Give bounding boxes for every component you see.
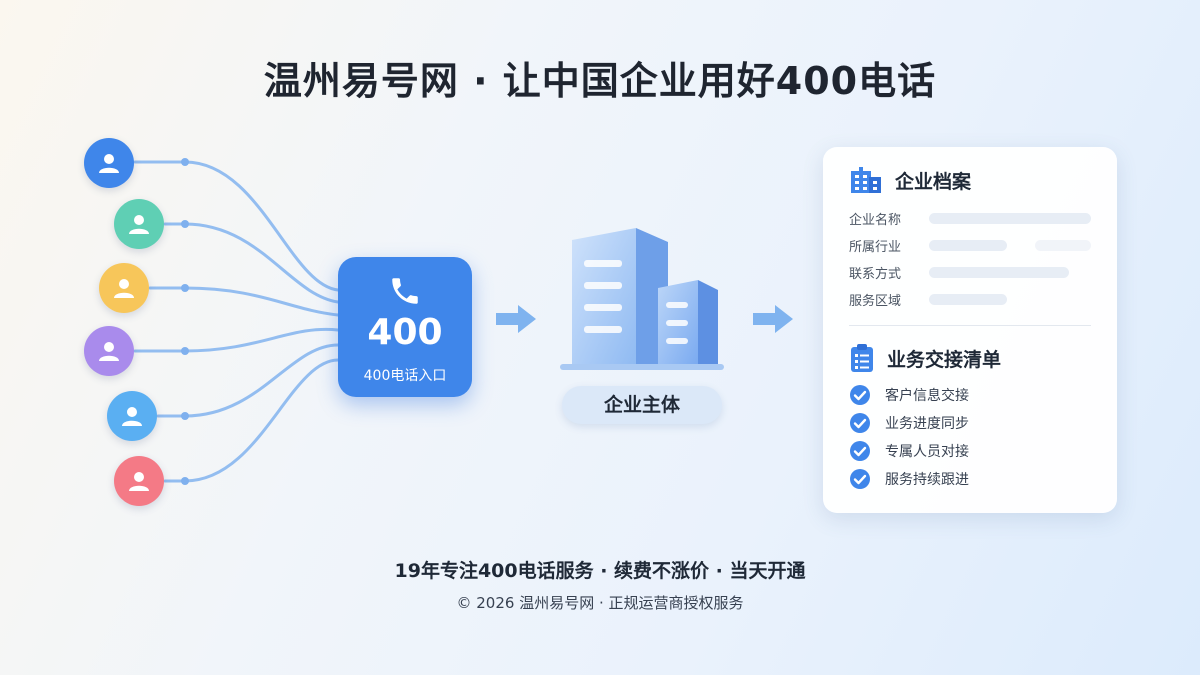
phone-icon bbox=[392, 278, 418, 304]
user-icon bbox=[129, 472, 149, 491]
placeholder-bar bbox=[929, 239, 1007, 251]
check-circle-icon bbox=[850, 385, 870, 405]
user-icon bbox=[114, 279, 134, 298]
checklist-item: 客户信息交接 bbox=[849, 384, 969, 406]
checklist-header: 业务交接清单 bbox=[849, 343, 1001, 373]
profile-title: 企业档案 bbox=[895, 170, 972, 193]
check-circle-icon bbox=[850, 441, 870, 461]
copyright: © 2026 温州易号网 · 正规运营商授权服务 bbox=[456, 594, 744, 612]
user-avatar bbox=[84, 326, 134, 376]
placeholder-bar bbox=[929, 212, 1091, 224]
building-icon bbox=[560, 228, 724, 370]
hub-number: 400 bbox=[367, 312, 443, 353]
user-icon bbox=[99, 342, 119, 361]
arrow-right-icon bbox=[753, 305, 793, 333]
user-avatar bbox=[107, 391, 157, 441]
profile-header: 企业档案 bbox=[849, 165, 971, 195]
enterprise-label: 企业主体 bbox=[562, 386, 722, 424]
user-avatar bbox=[114, 199, 164, 249]
arrow-right-icon bbox=[496, 305, 536, 333]
checklist-title: 业务交接清单 bbox=[887, 348, 1002, 371]
user-icon bbox=[129, 215, 149, 234]
checklist-item-label: 业务进度同步 bbox=[885, 416, 969, 432]
field-company-name: 企业名称 bbox=[849, 209, 1091, 228]
check-circle-icon bbox=[850, 413, 870, 433]
placeholder-bar bbox=[1035, 239, 1091, 251]
user-avatar bbox=[114, 456, 164, 506]
field-label: 所属行业 bbox=[849, 239, 902, 255]
user-avatar bbox=[99, 263, 149, 313]
field-label: 服务区域 bbox=[849, 293, 902, 309]
field-contact: 联系方式 bbox=[849, 263, 1069, 282]
divider bbox=[849, 325, 1091, 326]
field-label: 企业名称 bbox=[849, 212, 902, 228]
enterprise-profile-card: 企业档案 企业名称 所属行业 联系方式 服务区域 业务交接清单 bbox=[823, 147, 1117, 513]
user-icon bbox=[99, 154, 119, 173]
building-icon bbox=[851, 167, 881, 193]
checklist-item-label: 专属人员对接 bbox=[885, 444, 969, 460]
checklist-item-label: 客户信息交接 bbox=[885, 388, 969, 404]
field-service-area: 服务区域 bbox=[849, 290, 1007, 309]
hub-label: 400电话入口 bbox=[363, 368, 447, 384]
hub-400-entry: 400 400电话入口 bbox=[338, 257, 472, 397]
check-circle-icon bbox=[850, 469, 870, 489]
placeholder-bar bbox=[929, 293, 1007, 305]
user-avatar bbox=[84, 138, 134, 188]
user-icon bbox=[122, 407, 142, 426]
field-industry: 所属行业 bbox=[849, 236, 1091, 255]
placeholder-bar bbox=[929, 266, 1069, 278]
checklist-item: 专属人员对接 bbox=[849, 440, 969, 462]
checklist-item: 业务进度同步 bbox=[849, 412, 969, 434]
clipboard-icon bbox=[851, 344, 873, 372]
page-title: 温州易号网 · 让中国企业用好400电话 bbox=[263, 59, 937, 103]
tagline: 19年专注400电话服务 · 续费不涨价 · 当天开通 bbox=[394, 560, 806, 582]
field-label: 联系方式 bbox=[849, 266, 902, 282]
checklist-item: 服务持续跟进 bbox=[849, 468, 969, 490]
checklist-item-label: 服务持续跟进 bbox=[885, 472, 969, 488]
